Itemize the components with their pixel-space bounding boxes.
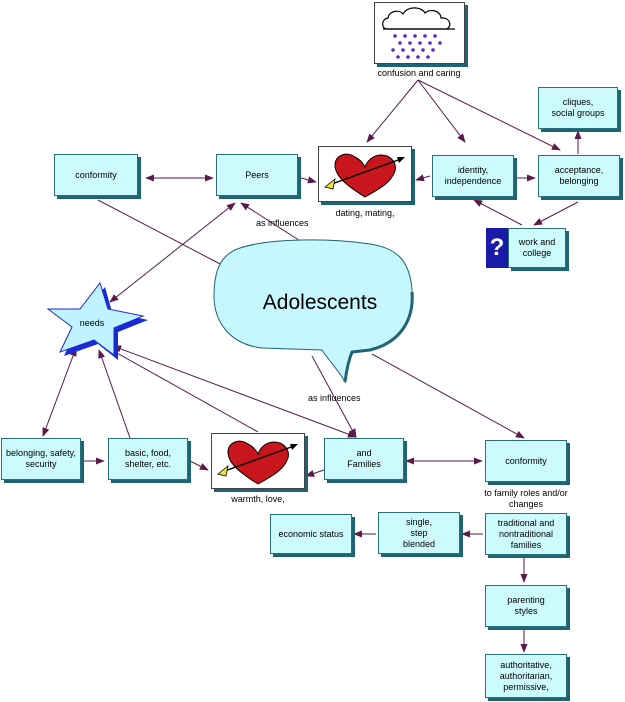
family-roles-caption: to family roles and/or changes — [484, 488, 568, 509]
identity-box: identity, independence — [432, 155, 514, 197]
confusion-caption: confusion and caring — [377, 68, 461, 78]
star-icon — [46, 281, 145, 356]
question-glyph: ? — [489, 234, 505, 261]
work-college-box: work and college — [508, 228, 566, 268]
single-step-box: single, step blended — [378, 512, 460, 554]
cliques-box: cliques, social groups — [538, 87, 618, 129]
authoritative-box: authoritative, authoritarian, permissive… — [485, 654, 567, 698]
conformity-bottom-box: conformity — [485, 440, 567, 482]
as-influences-bottom-caption: as influences — [308, 393, 361, 403]
arrow-basic-heart — [189, 460, 209, 471]
adolescents-label: Adolescents — [263, 291, 377, 314]
parenting-styles-box: parenting styles — [485, 585, 567, 627]
arrow-families-heart — [305, 469, 325, 477]
economic-status-box: economic status — [270, 514, 352, 554]
heart-arrow-icon — [318, 146, 412, 202]
traditional-box: traditional and nontraditional families — [485, 513, 567, 555]
needs-label: needs — [80, 318, 105, 328]
arrow-needs-belonging — [42, 347, 77, 437]
arrow-cloud-acceptance — [417, 79, 561, 151]
arrow-influence-peers — [240, 202, 309, 247]
arrow-cloud-dating — [366, 79, 419, 143]
rain-cloud-icon — [374, 2, 465, 64]
acceptance-box: acceptance, belonging — [538, 155, 620, 197]
dating-caption: dating, mating, — [335, 208, 395, 218]
arrow-cloud-identity — [417, 79, 466, 143]
arrow-heart-needs — [107, 347, 259, 433]
peers-box: Peers — [216, 154, 298, 196]
heart-arrow-icon — [211, 433, 305, 489]
warmth-caption: warmth, love, — [231, 494, 285, 504]
question-icon: ? — [486, 228, 508, 268]
conformity-top-box: conformity — [54, 154, 138, 196]
line-conformity-adolescents — [97, 199, 223, 266]
arrow-needs-peers — [109, 202, 236, 303]
arrow-peers-dating — [300, 176, 317, 184]
arrow-work-identity — [473, 199, 523, 226]
basic-food-box: basic, food, shelter, etc. — [108, 438, 188, 480]
arrow-adolescents-conformity — [371, 353, 525, 439]
arrow-acceptance-work — [533, 201, 579, 226]
arrow-families-needs — [112, 345, 357, 438]
families-box: and Families — [324, 438, 404, 480]
as-influences-top-caption: as influences — [256, 218, 309, 228]
belonging-safety-box: belonging, safety, security — [1, 438, 81, 480]
arrow-basic-needs — [98, 349, 131, 439]
arrow-identity-dating — [415, 174, 431, 182]
